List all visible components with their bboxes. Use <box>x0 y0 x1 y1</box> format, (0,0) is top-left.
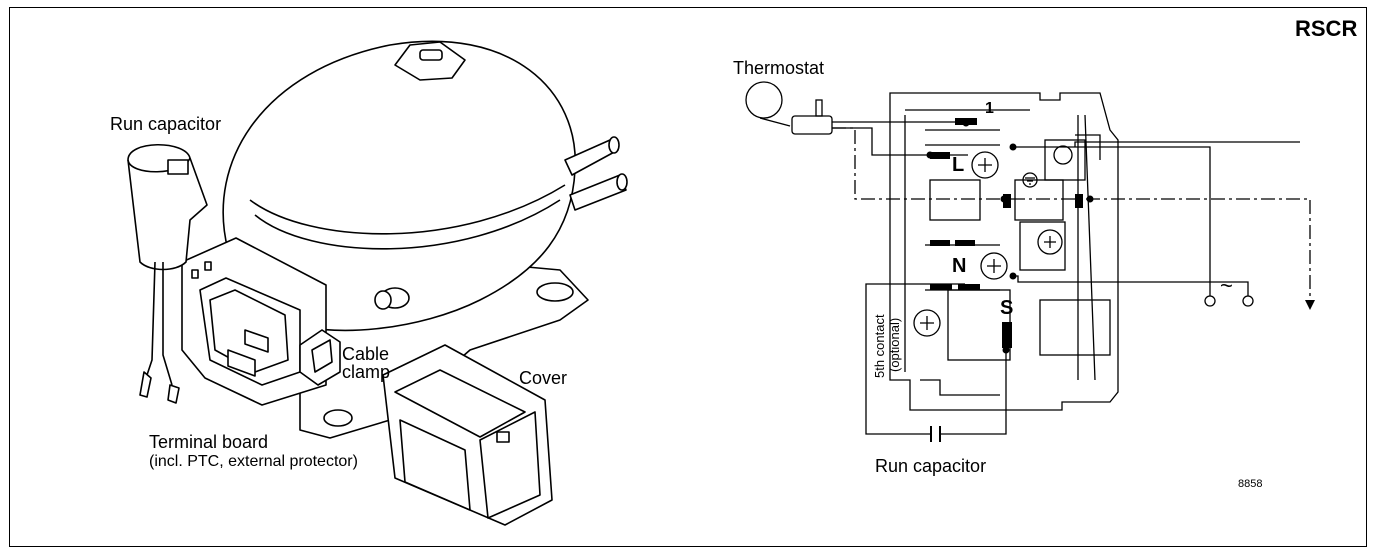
diagram-code: RSCR <box>1295 16 1358 41</box>
terminal-S-label: S <box>1000 297 1014 319</box>
cover-label: Cover <box>519 368 568 388</box>
thermostat-bulb <box>745 81 783 119</box>
screw-5th <box>913 309 941 337</box>
wire-N-mains <box>1013 275 1249 296</box>
terminal-board-label: Terminal board <box>149 432 269 452</box>
ac-symbol: ~ <box>1220 273 1233 298</box>
terminal-1-label: 1 <box>985 100 994 117</box>
screw-L <box>971 151 999 179</box>
thermostat-body <box>791 115 833 135</box>
ground-symbol <box>1022 172 1038 188</box>
screw-N <box>980 252 1008 280</box>
figure-number: 8858 <box>1238 478 1263 490</box>
fifth-contact-label-line2: (optional) <box>887 317 902 372</box>
wire-thermo-L <box>832 127 968 156</box>
terminal-board-note: (incl. PTC, external protector) <box>149 453 358 470</box>
cable-clamp-label-line1: Cable <box>342 344 390 364</box>
terminal-N-label: N <box>952 255 967 277</box>
thermostat-label: Thermostat <box>733 58 825 78</box>
run-capacitor-label: Run capacitor <box>110 114 222 134</box>
screw-ground <box>1037 229 1063 255</box>
fifth-contact-label-line1: 5th contact <box>872 314 887 378</box>
terminal-L-label: L <box>952 154 965 176</box>
wire-run-capacitor <box>865 283 1007 435</box>
cable-clamp-label-line2: clamp <box>342 362 391 382</box>
earth-arrow <box>1305 300 1315 310</box>
wiring-diagram <box>745 81 1315 442</box>
run-capacitor-wiring-label: Run capacitor <box>875 456 987 476</box>
wire-L-mains <box>1013 146 1211 296</box>
wire-earth <box>1074 141 1300 147</box>
wire-earth-dashdot <box>832 127 1311 300</box>
run-capacitor-body <box>127 143 208 271</box>
compressor-illustration <box>127 40 628 526</box>
board-outline <box>889 92 1119 411</box>
mains-terminal-N <box>1242 295 1254 307</box>
mains-terminal-L <box>1204 295 1216 307</box>
suction-tube <box>569 174 627 211</box>
top-bracket <box>394 41 466 81</box>
